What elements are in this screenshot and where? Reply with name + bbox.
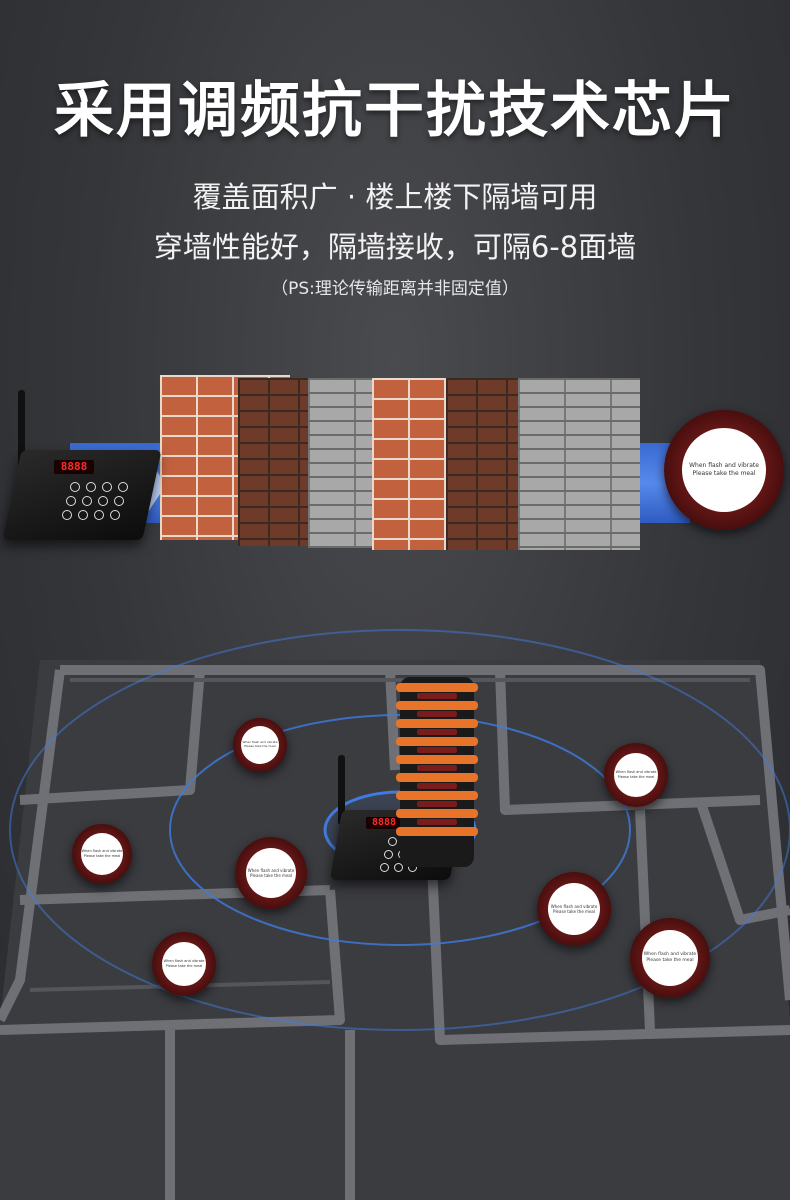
pager-room-3: When flash and vibrate Please take the m… <box>72 824 132 884</box>
pager-room-2: When flash and vibrate Please take the m… <box>604 743 668 807</box>
central-transmitter-display: 8888 <box>366 817 402 829</box>
transmitter-device: 8888 <box>2 390 162 540</box>
transmitter-display: 8888 <box>54 460 94 474</box>
stone-wall-6 <box>518 378 640 550</box>
disclaimer-note: （PS:理论传输距离并非固定值） <box>271 279 519 299</box>
floor-plan-coverage-illustration: 8888 <box>0 600 790 1200</box>
pager-room-1: When flash and vibrate Please take the m… <box>233 718 287 772</box>
subtitle-coverage: 覆盖面积广 · 楼上楼下隔墙可用 <box>192 180 598 214</box>
pager-room-4: When flash and vibrate Please take the m… <box>235 837 307 909</box>
pager-room-5: When flash and vibrate Please take the m… <box>537 872 611 946</box>
pager-room-6: When flash and vibrate Please take the m… <box>152 932 216 996</box>
stacked-pagers <box>396 677 478 867</box>
subtitle-penetration: 穿墙性能好，隔墙接收，可隔6-8面墙 <box>153 230 637 264</box>
pager-room-7: When flash and vibrate Please take the m… <box>630 918 710 998</box>
wall-penetration-illustration: 8888 When flash and vibrate Please take … <box>0 360 790 590</box>
pager-receiver: When flash and vibrate Please take the m… <box>664 410 784 530</box>
headline: 采用调频抗干扰技术芯片 <box>54 76 736 146</box>
